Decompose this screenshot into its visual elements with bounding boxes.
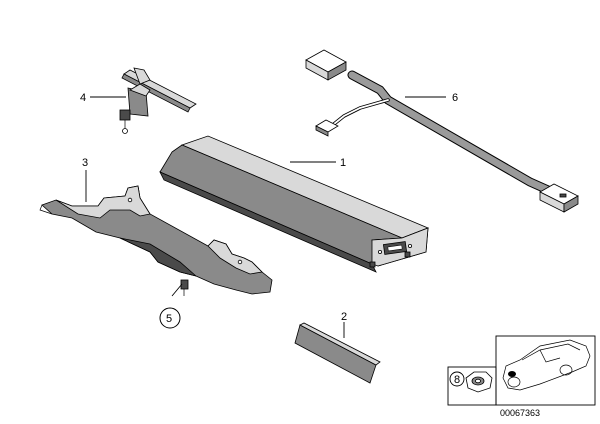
- part-5-callout-circle: [159, 307, 181, 329]
- part-8-callout-circle: [449, 371, 465, 387]
- part-6-wiring-harness[interactable]: [305, 49, 579, 213]
- part-8-nut[interactable]: [465, 371, 493, 393]
- part-4-holder[interactable]: [119, 67, 197, 134]
- part-2-plate[interactable]: [294, 322, 381, 384]
- part-label-4: 4: [80, 92, 86, 104]
- part-1-control-unit[interactable]: [159, 135, 430, 273]
- part-label-3: 3: [82, 157, 88, 169]
- part-label-2: 2: [341, 311, 347, 323]
- part-3-bracket[interactable]: [39, 185, 273, 296]
- vehicle-location-sketch: [502, 339, 591, 391]
- part-label-6: 6: [452, 92, 458, 104]
- vehicle-inset-frame: [495, 335, 596, 406]
- part-label-8: 8: [454, 374, 460, 386]
- part-label-1: 1: [340, 157, 346, 169]
- diagram-code: 00067363: [500, 408, 540, 418]
- part-label-5: 5: [166, 313, 172, 325]
- leader-5: [171, 283, 183, 297]
